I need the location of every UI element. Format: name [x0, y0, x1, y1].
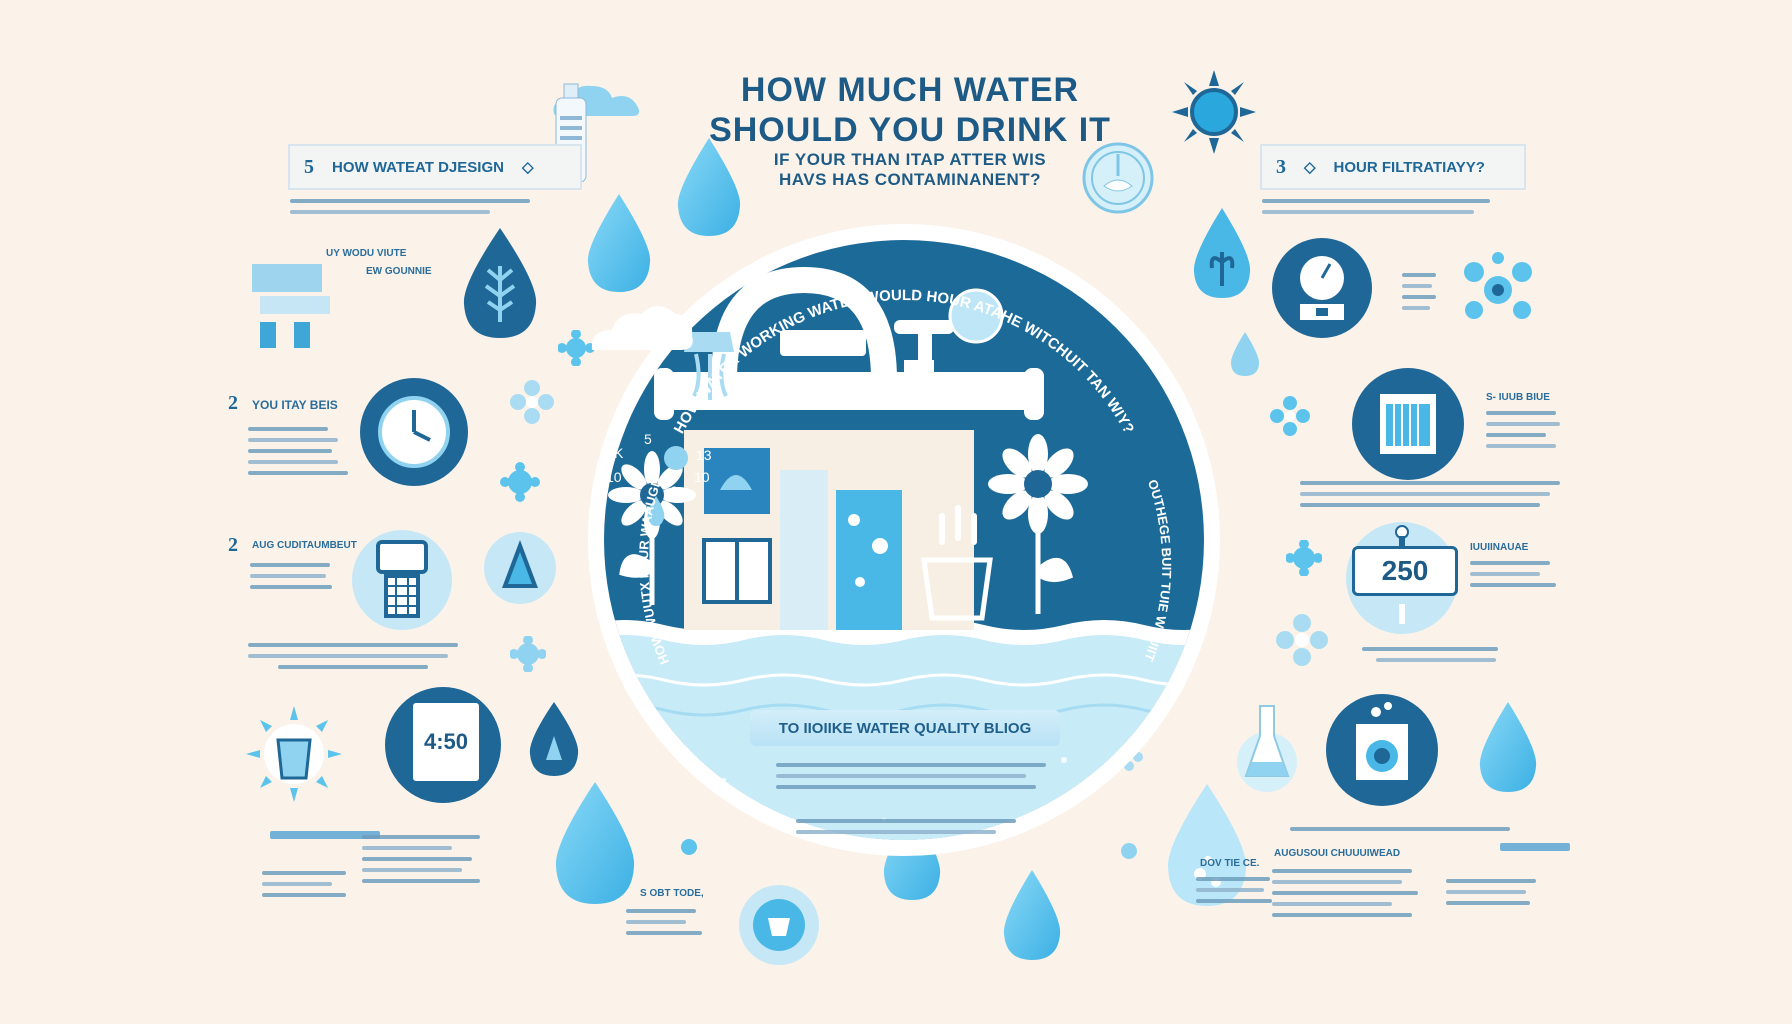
paragraph-placeholder: [626, 902, 706, 942]
plant-drop-icon: [1193, 208, 1251, 298]
clock-icon: [360, 378, 468, 486]
water-drop-icon: [677, 138, 741, 236]
stat-value: 250: [1352, 546, 1458, 596]
gear-icon: [558, 330, 594, 366]
blog-banner-text: TO IIOIIKE WATER QUALITY BLIOG: [778, 719, 1032, 737]
leaf-drop-icon: [463, 228, 537, 338]
flower-icon: [510, 380, 554, 424]
clock-label-k: K: [614, 445, 624, 461]
gear-icon: [1286, 540, 1322, 576]
clock-label-13: 13: [696, 447, 712, 463]
label-box-water-design: 5 HOW WATEAT DJESIGN ◇: [288, 144, 582, 190]
paragraph-placeholder: [1446, 872, 1546, 912]
bottom-right-caption: DOV TIE CE.: [1200, 858, 1260, 869]
meter-icon: [352, 530, 452, 630]
item-label: S- IUUB BIUE: [1486, 392, 1550, 403]
paragraph-placeholder: [1470, 554, 1560, 594]
stat-caption: IUUIINAUAE: [1470, 542, 1529, 553]
paragraph-placeholder: [248, 420, 348, 482]
paragraph-placeholder: [1196, 870, 1276, 910]
water-drop-icon: [1479, 702, 1537, 792]
glass-icon: [246, 706, 342, 802]
paragraph-placeholder: [290, 192, 540, 221]
device-icon: [252, 264, 330, 348]
filter-icon: [1352, 368, 1464, 480]
chevron-icon: ◇: [521, 159, 534, 176]
gear-icon: [510, 636, 546, 672]
page-title: HOW MUCH WATER SHOULD YOU DRINK IT IF YO…: [700, 70, 1120, 190]
clock-label-5: 5: [644, 431, 652, 447]
chevron-icon: ◇: [1304, 159, 1316, 176]
paragraph-placeholder: [1486, 404, 1566, 455]
label-number: 3: [1276, 155, 1286, 178]
drop-badge-icon: [484, 532, 556, 604]
title-line-1: HOW MUCH WATER: [740, 71, 1080, 109]
paragraph-placeholder: [1272, 862, 1422, 924]
paragraph-placeholder: [1500, 836, 1580, 858]
filter-badge-icon: [739, 885, 819, 965]
paragraph-placeholder: [1300, 474, 1570, 514]
water-drop-icon: [1003, 870, 1061, 960]
gear-icon: [500, 462, 540, 502]
item-number: 2: [228, 534, 238, 556]
flask-icon: [1237, 705, 1297, 792]
paragraph-placeholder: [262, 864, 352, 904]
washing-machine-icon: [1326, 694, 1438, 806]
item-label: AUG CUDITAUMBEUT: [252, 540, 357, 551]
sun-icon: [1172, 70, 1256, 154]
gear-icon: [1121, 843, 1137, 859]
compass-icon: [1082, 142, 1154, 214]
bottom-right-subcaption: AUGUSOUI CHUUUIWEAD: [1274, 848, 1401, 859]
paragraph-placeholder: [362, 828, 482, 890]
water-drop-icon: [555, 782, 635, 904]
caption-a: UY WODU VIUTE: [326, 248, 407, 259]
title-line-2: SHOULD YOU DRINK IT: [709, 111, 1111, 149]
flame-drop-icon: [529, 702, 579, 776]
label-text: HOW WATEAT DJESIGN: [332, 158, 504, 176]
blog-banner[interactable]: TO IIOIIKE WATER QUALITY BLIOG: [750, 710, 1060, 746]
paragraph-placeholder: [1290, 820, 1520, 838]
center-illustration: HOW WATER WORKING WATER WOULD HOUR ATAHE…: [588, 224, 1220, 856]
blog-paragraph: [776, 756, 1066, 796]
stat-value: 4:50: [410, 700, 482, 784]
bottom-left-caption: S OBT TODE,: [640, 888, 704, 899]
paragraph-placeholder: [270, 824, 390, 846]
caption-b: EW GOUNNIE: [366, 266, 432, 277]
paragraph-placeholder: [1262, 192, 1496, 221]
label-number: 5: [304, 155, 314, 178]
paragraph-placeholder: [1402, 266, 1442, 317]
flower-icon: [1270, 396, 1310, 436]
subtitle-line-1: IF YOUR THAN ITAP ATTER WIS: [773, 150, 1047, 169]
paragraph-placeholder: [796, 812, 1016, 841]
molecule-icon: [1464, 252, 1532, 319]
clock-label-10a: 10: [606, 469, 622, 485]
paragraph-placeholder: [248, 636, 468, 676]
item-label: YOU ITAY BEIS: [252, 398, 338, 412]
flower-icon: [1276, 614, 1328, 666]
gear-icon: [681, 839, 697, 855]
gauge-icon: [1272, 238, 1372, 338]
paragraph-placeholder: [250, 556, 340, 596]
paragraph-placeholder: [1362, 640, 1502, 669]
subtitle-line-2: HAVS HAS CONTAMINANENT?: [778, 170, 1042, 189]
item-number: 2: [228, 392, 238, 414]
label-box-filtration: 3 ◇ HOUR FILTRATIAYY?: [1260, 144, 1526, 190]
water-drop-icon: [587, 194, 651, 292]
clock-label-6: 6: [670, 483, 678, 499]
water-drop-icon: [1230, 332, 1260, 376]
clock-label-10b: 10: [694, 469, 710, 485]
label-text: HOUR FILTRATIAYY?: [1333, 158, 1485, 176]
